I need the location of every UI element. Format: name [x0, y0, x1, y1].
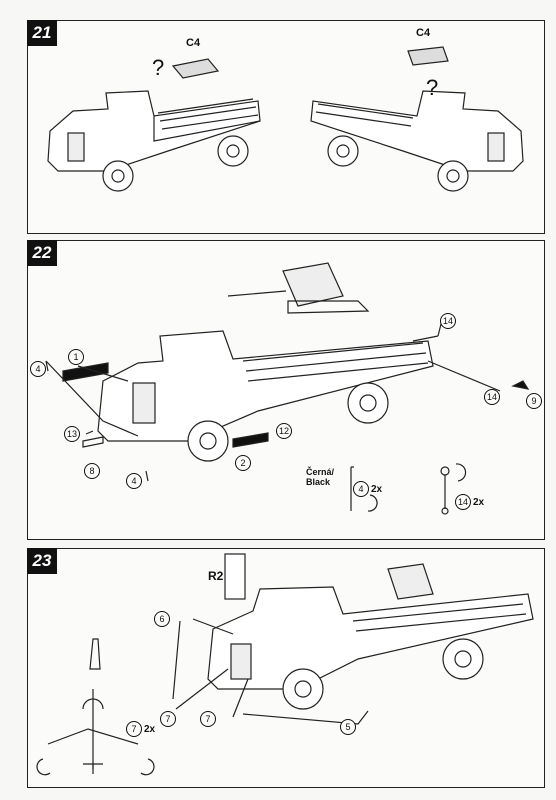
part-callout: 7 — [126, 721, 142, 737]
part-label-r2: R2 — [208, 569, 224, 583]
part-label-c4: C4 — [186, 37, 201, 49]
part-callout: 9 — [526, 393, 542, 409]
step-22-panel: 22 1 2 4 4 8 9 12 13 — [27, 240, 545, 540]
part-callout: 14 — [484, 389, 500, 405]
part-label-c4: C4 — [416, 27, 431, 39]
step-23-illustration — [36, 553, 534, 776]
color-note-cz: Černá/ — [306, 467, 335, 477]
part-callout: 4 — [30, 361, 46, 377]
part-callout: 14 — [455, 494, 471, 510]
quantity-label: 2x — [473, 497, 485, 508]
color-note-en: Black — [306, 477, 331, 487]
question-mark: ? — [152, 55, 165, 80]
quantity-label: 2x — [371, 484, 383, 495]
part-callout: 13 — [64, 426, 80, 442]
part-callout: 4 — [126, 473, 142, 489]
step-21-panel: 21 C4 C4 ? ? — [27, 20, 545, 234]
step-number: 22 — [27, 240, 57, 266]
part-callout: 5 — [340, 719, 356, 735]
part-callout: 7 — [200, 711, 216, 727]
quantity-label: 2x — [144, 724, 156, 735]
part-callout: 12 — [276, 423, 292, 439]
step-number: 21 — [27, 20, 57, 46]
step-number: 23 — [27, 548, 57, 574]
part-callout: 2 — [235, 455, 251, 471]
part-callout: 7 — [160, 711, 176, 727]
part-callout: 1 — [68, 349, 84, 365]
step-23-panel: 23 R2 6 5 7 7 7 2x — [27, 548, 545, 788]
part-callout: 4 — [353, 481, 369, 497]
step-22-illustration — [45, 262, 530, 515]
part-callout: 6 — [154, 611, 170, 627]
part-callout: 14 — [440, 313, 456, 329]
step-21-illustration — [47, 46, 524, 192]
part-callout: 8 — [84, 463, 100, 479]
question-mark: ? — [426, 75, 439, 100]
